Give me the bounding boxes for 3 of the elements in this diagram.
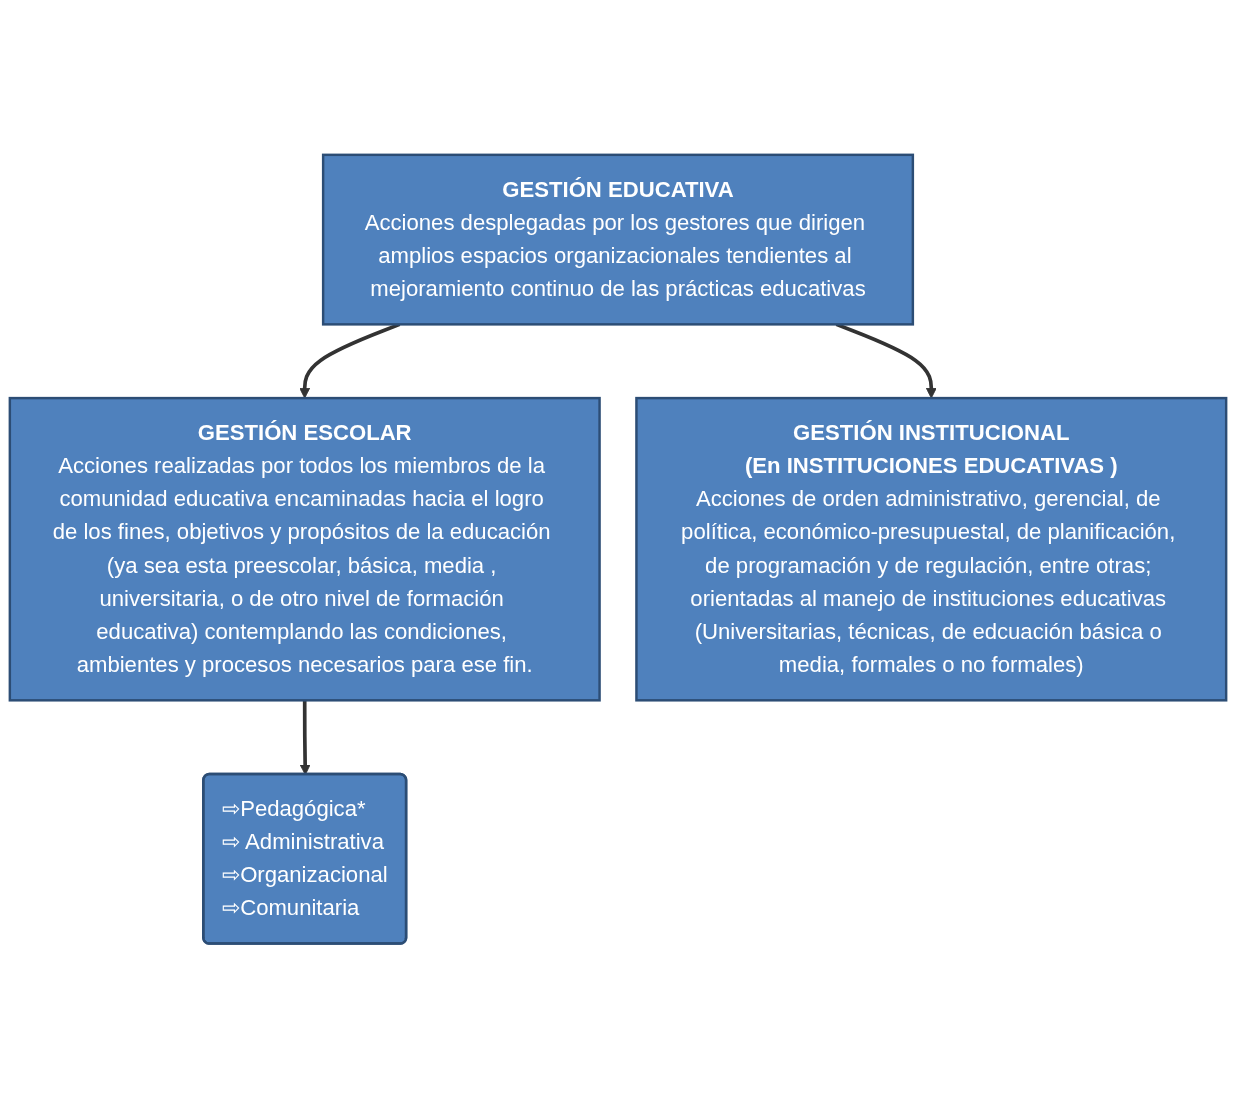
node-box: GESTIÓN ESCOLAR Acciones realizadas por todos los miembros de la comunidad educativa encaminadas hacia el logro de los fines, objetivos y propósitos de la educación (ya sea esta preescolar, básica, media , universitaria, o de otro nivel de formación educativa) contemplando las condiciones, ambientes y procesos necesarios para ese fin. bbox=[8, 397, 601, 702]
node-box: GESTIÓN EDUCATIVA Acciones desplegadas por los gestores que dirigen amplios espacios organizacionales tendientes al mejoramiento continuo de las prácticas educativas bbox=[321, 153, 915, 326]
node-box: GESTIÓN INSTITUCIONAL (En INSTITUCIONES EDUCATIVAS ) Acciones de orden administrativo, gerencial, de política, económico-presupuestal, de planificación, de programación y de regulación, entre otras; orientadas al manejo de instituciones educativas (Universitarias, técnicas, de edcuación básica o media, formales o no formales) bbox=[635, 397, 1228, 702]
